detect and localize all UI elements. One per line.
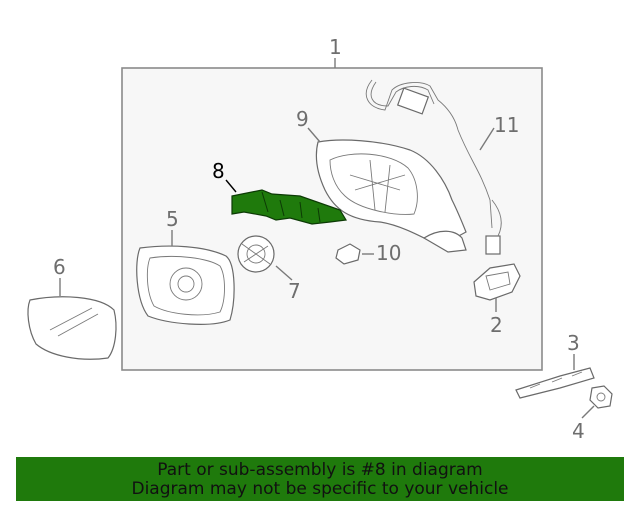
part-6-mirror-glass[interactable] bbox=[27, 296, 117, 360]
callout-1[interactable]: 1 bbox=[329, 35, 342, 59]
part-10-clip[interactable] bbox=[335, 243, 361, 265]
part-5-backing-plate[interactable] bbox=[136, 245, 235, 325]
part-2-side-lamp[interactable] bbox=[473, 263, 521, 301]
part-9-mirror-housing[interactable] bbox=[315, 139, 467, 253]
part-11-wire-harness[interactable] bbox=[365, 79, 502, 255]
banner-line-2: Diagram may not be specific to your vehi… bbox=[131, 479, 509, 499]
callout-9[interactable]: 9 bbox=[296, 107, 309, 131]
banner-line-1: Part or sub-assembly is #8 in diagram bbox=[157, 460, 483, 480]
info-banner: Part or sub-assembly is #8 in diagram Di… bbox=[16, 457, 624, 501]
callout-11[interactable]: 11 bbox=[494, 113, 519, 137]
callout-4[interactable]: 4 bbox=[572, 419, 585, 443]
callout-6[interactable]: 6 bbox=[53, 255, 66, 279]
part-3-cover-strip[interactable] bbox=[515, 367, 595, 399]
callout-5[interactable]: 5 bbox=[166, 207, 179, 231]
part-7-actuator[interactable] bbox=[237, 235, 275, 273]
part-8-bracket[interactable] bbox=[231, 189, 347, 225]
callout-10[interactable]: 10 bbox=[376, 241, 401, 265]
part-4-nut[interactable] bbox=[589, 385, 613, 409]
callout-3[interactable]: 3 bbox=[567, 331, 580, 355]
callout-7[interactable]: 7 bbox=[288, 279, 301, 303]
callout-2[interactable]: 2 bbox=[490, 313, 503, 337]
callout-8[interactable]: 8 bbox=[212, 159, 225, 183]
